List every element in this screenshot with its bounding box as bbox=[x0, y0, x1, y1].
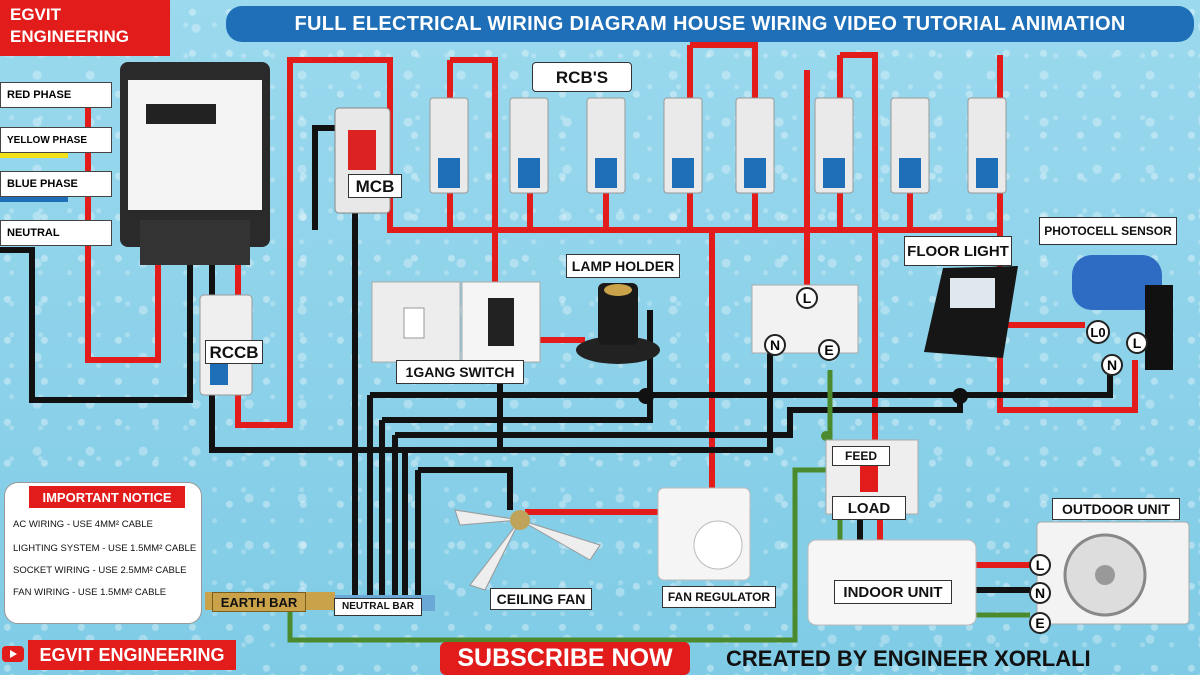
neutral-label: NEUTRAL bbox=[0, 220, 112, 246]
earth-bar-label: EARTH BAR bbox=[212, 592, 306, 612]
lamp-holder bbox=[576, 283, 660, 364]
outdoor-terminal-n: N bbox=[1029, 582, 1051, 604]
fan-regulator bbox=[657, 487, 751, 581]
page-title: FULL ELECTRICAL WIRING DIAGRAM HOUSE WIR… bbox=[226, 6, 1194, 42]
photocell-terminal-lo: L0 bbox=[1086, 320, 1110, 344]
blue-phase-label: BLUE PHASE bbox=[0, 171, 112, 197]
brand-line2: ENGINEERING bbox=[10, 27, 130, 46]
footer-brand: EGVIT ENGINEERING bbox=[28, 640, 236, 670]
photocell-label: PHOTOCELL SENSOR bbox=[1039, 217, 1177, 245]
floor-light-label: FLOOR LIGHT bbox=[904, 236, 1012, 266]
blue-phase-wire bbox=[0, 196, 68, 202]
important-notice-panel: IMPORTANT NOTICE AC WIRING - USE 4MM² CA… bbox=[4, 482, 202, 624]
outdoor-terminal-e: E bbox=[1029, 612, 1051, 634]
socket-terminal-n: N bbox=[764, 334, 786, 356]
lamp-holder-label: LAMP HOLDER bbox=[566, 254, 680, 278]
brand-logo: EGVIT ENGINEERING bbox=[0, 0, 170, 56]
yellow-phase-wire bbox=[0, 152, 68, 158]
switch-label: 1GANG SWITCH bbox=[396, 360, 524, 384]
outdoor-terminal-l: L bbox=[1029, 554, 1051, 576]
photocell-sensor bbox=[1072, 255, 1173, 370]
brand-line1: EGVIT bbox=[10, 5, 62, 24]
notice-heading: IMPORTANT NOTICE bbox=[29, 486, 185, 508]
notice-row: SOCKET WIRING - USE 2.5MM² CABLE bbox=[13, 565, 187, 576]
neutral-bar-label: NEUTRAL BAR bbox=[334, 598, 422, 616]
junction-dots bbox=[638, 388, 968, 404]
mcb-label: MCB bbox=[348, 174, 402, 198]
ceiling-fan-label: CEILING FAN bbox=[490, 588, 592, 610]
rccb-label: RCCB bbox=[205, 340, 263, 364]
youtube-icon bbox=[2, 646, 24, 662]
ac-outdoor-unit bbox=[1036, 521, 1190, 625]
photocell-terminal-l: L bbox=[1126, 332, 1148, 354]
credit-text: CREATED BY ENGINEER XORLALI bbox=[726, 646, 1091, 671]
indoor-unit-label: INDOOR UNIT bbox=[834, 580, 952, 604]
one-gang-switch bbox=[371, 281, 541, 363]
notice-row: AC WIRING - USE 4MM² CABLE bbox=[13, 519, 153, 530]
load-label: LOAD bbox=[832, 496, 906, 520]
red-phase-label: RED PHASE bbox=[0, 82, 112, 108]
floor-light bbox=[924, 266, 1018, 358]
socket-terminal-e: E bbox=[818, 339, 840, 361]
rcbo-group bbox=[429, 97, 1007, 194]
notice-row: LIGHTING SYSTEM - USE 1.5MM² CABLE bbox=[13, 543, 197, 554]
socket-terminal-l: L bbox=[796, 287, 818, 309]
photocell-terminal-n: N bbox=[1101, 354, 1123, 376]
energy-meter bbox=[120, 62, 270, 265]
yellow-phase-label: YELLOW PHASE bbox=[0, 127, 112, 153]
outdoor-unit-label: OUTDOOR UNIT bbox=[1052, 498, 1180, 520]
fan-regulator-label: FAN REGULATOR bbox=[662, 586, 776, 608]
notice-row: FAN WIRING - USE 1.5MM² CABLE bbox=[13, 587, 167, 598]
earth-junction-dot bbox=[821, 431, 831, 441]
ceiling-fan bbox=[454, 509, 601, 591]
subscribe-button[interactable]: SUBSCRIBE NOW bbox=[440, 642, 690, 675]
feed-label: FEED bbox=[832, 446, 890, 466]
rcbs-label: RCB'S bbox=[532, 62, 632, 92]
